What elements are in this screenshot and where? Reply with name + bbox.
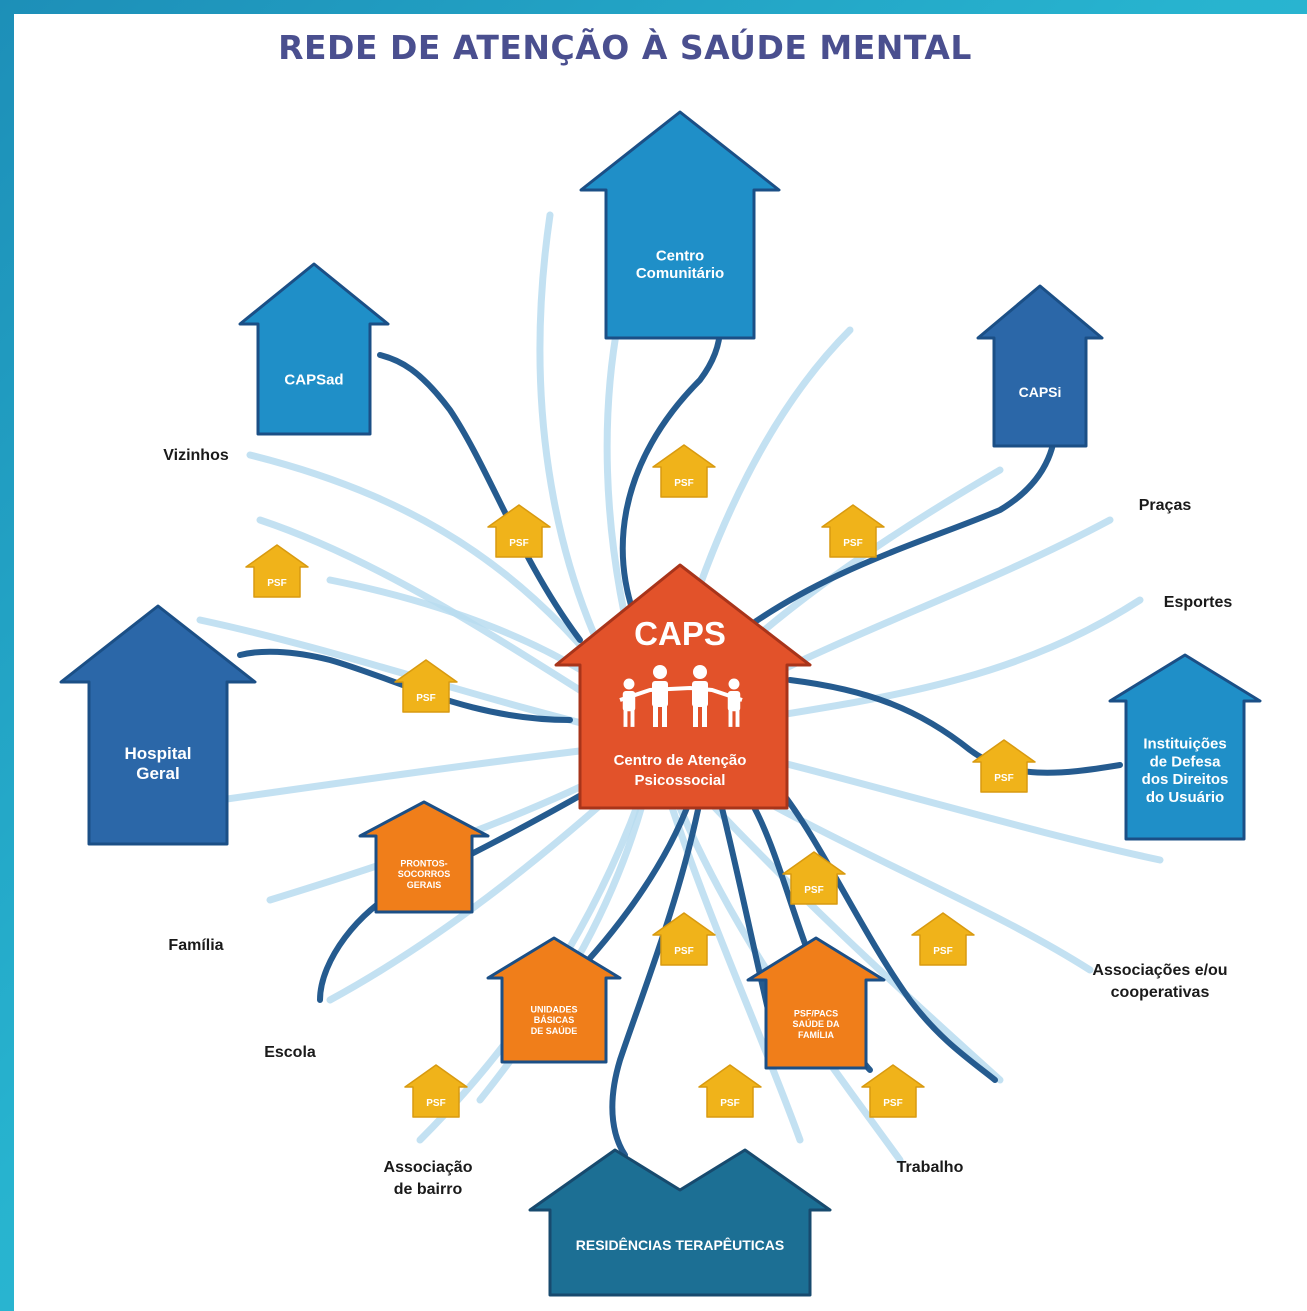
unidades-basicas-label-line: DE SAÚDE — [531, 1025, 578, 1036]
instituicoes-label-line: de Defesa — [1150, 753, 1222, 770]
psf-house: PSF — [861, 1064, 925, 1118]
capsad-house: CAPSad — [238, 262, 390, 436]
psf-pacs-label-line: PSF/PACS — [794, 1009, 838, 1019]
family-icon — [619, 665, 743, 727]
psf-house: PSF — [652, 912, 716, 966]
unidades-basicas-label-line: UNIDADES — [530, 1005, 577, 1015]
houses: CentroComunitárioCAPSadCAPSiHospitalGera… — [59, 110, 1262, 1297]
residencias-house: RESIDÊNCIAS TERAPÊUTICAS — [528, 1148, 832, 1297]
prontos-socorros-label-line: GERAIS — [407, 880, 442, 890]
capsi-label-line: CAPSi — [1019, 384, 1062, 400]
hospital-geral-label-line: Hospital — [124, 744, 191, 763]
psf-label: PSF — [804, 885, 823, 896]
psf-label: PSF — [883, 1098, 902, 1109]
psf-label: PSF — [674, 478, 693, 489]
instituicoes-label-line: Instituições — [1143, 736, 1226, 753]
unidades-basicas-label-line: BÁSICAS — [534, 1015, 575, 1025]
centro-comunitario-label-line: Comunitário — [636, 265, 724, 282]
psf-house: PSF — [394, 659, 458, 713]
psf-house: PSF — [487, 504, 551, 558]
caps-subtitle-2: Psicossocial — [635, 772, 726, 789]
psf-label: PSF — [843, 538, 862, 549]
label-escola: Escola — [264, 1044, 316, 1061]
label-associacao_bairro: Associação — [384, 1159, 473, 1176]
residencias-label: RESIDÊNCIAS TERAPÊUTICAS — [576, 1236, 784, 1253]
hospital-geral-label-line: Geral — [136, 764, 179, 783]
psf-label: PSF — [720, 1098, 739, 1109]
label-esportes: Esportes — [1164, 594, 1233, 611]
psf-house: PSF — [698, 1064, 762, 1118]
psf-pacs-label-line: FAMÍLIA — [798, 1030, 834, 1040]
psf-house: PSF — [972, 739, 1036, 793]
community-labels: VizinhosPraçasEsportesFamíliaEscolaAssoc… — [163, 447, 1232, 1198]
psf-house: PSF — [404, 1064, 468, 1118]
psf-house: PSF — [911, 912, 975, 966]
caps-subtitle-1: Centro de Atenção — [614, 752, 747, 769]
prontos-socorros-label-line: PRONTOS- — [400, 859, 447, 869]
capsad-label-line: CAPSad — [284, 371, 343, 388]
label-associacoes: cooperativas — [1111, 984, 1210, 1001]
label-familia: Família — [168, 937, 223, 954]
caps-title: CAPS — [634, 615, 726, 652]
instituicoes-label-line: dos Direitos — [1142, 771, 1229, 788]
label-pracas: Praças — [1139, 497, 1192, 514]
psf-label: PSF — [674, 946, 693, 957]
psf-label: PSF — [426, 1098, 445, 1109]
psf-label: PSF — [416, 693, 435, 704]
psf-house: PSF — [245, 544, 309, 598]
label-associacao_bairro: de bairro — [394, 1181, 463, 1198]
page-title: REDE DE ATENÇÃO À SAÚDE MENTAL — [278, 28, 972, 67]
psf-label: PSF — [933, 946, 952, 957]
centro-comunitario-label-line: Centro — [656, 247, 704, 264]
instituicoes-label-line: do Usuário — [1146, 789, 1224, 806]
psf-house: PSF — [782, 851, 846, 905]
psf-house: PSF — [821, 504, 885, 558]
psf-label: PSF — [267, 578, 286, 589]
psf-label: PSF — [994, 773, 1013, 784]
psf-house: PSF — [652, 444, 716, 498]
label-associacoes: Associações e/ou — [1092, 962, 1227, 979]
psf-pacs-label-line: SAÚDE DA — [792, 1018, 840, 1029]
label-vizinhos: Vizinhos — [163, 447, 229, 464]
capsi-house: CAPSi — [976, 284, 1104, 448]
psf-label: PSF — [509, 538, 528, 549]
prontos-socorros-label-line: SOCORROS — [398, 869, 451, 879]
label-trabalho: Trabalho — [897, 1159, 964, 1176]
